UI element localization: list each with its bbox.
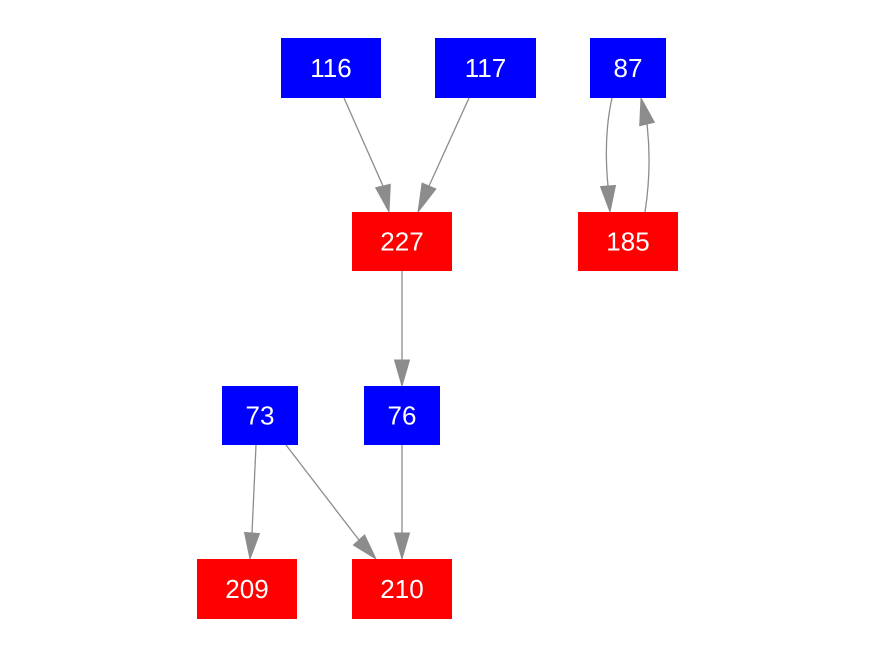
arrowhead-icon (393, 359, 411, 388)
node-label: 87 (614, 53, 643, 83)
node-box (435, 38, 536, 98)
node-box (578, 212, 678, 271)
edge-line (428, 97, 470, 187)
edge-227-to-76 (393, 271, 411, 388)
edge-117-to-227 (417, 97, 470, 214)
node-label: 185 (606, 227, 649, 257)
node-117: 117 (435, 38, 536, 98)
node-73: 73 (222, 386, 298, 445)
node-210: 210 (352, 559, 452, 619)
node-87: 87 (590, 38, 666, 98)
arrowhead-icon (393, 532, 411, 561)
node-label: 227 (380, 227, 423, 257)
node-box (281, 38, 381, 98)
edge-116-to-227 (343, 97, 391, 214)
node-box (197, 559, 297, 619)
node-209: 209 (197, 559, 297, 619)
node-box (364, 386, 440, 445)
node-box (222, 386, 298, 445)
edge-73-to-209 (243, 444, 261, 561)
arrowhead-icon (417, 182, 437, 214)
node-185: 185 (578, 212, 678, 271)
edge-87-to-185 (599, 97, 617, 214)
edge-line (605, 97, 613, 187)
edge-73-to-210 (285, 444, 378, 561)
node-label: 210 (380, 574, 423, 604)
edge-line (251, 444, 257, 534)
node-label: 73 (246, 401, 275, 431)
node-box (352, 212, 452, 271)
node-label: 76 (388, 401, 417, 431)
arrowhead-icon (599, 184, 617, 214)
edge-76-to-210 (393, 445, 411, 561)
arrowhead-icon (639, 96, 656, 127)
node-box (352, 559, 452, 619)
arrowhead-icon (352, 534, 378, 561)
node-227: 227 (352, 212, 452, 271)
arrowhead-icon (243, 531, 261, 561)
edge-line (343, 97, 384, 187)
arrowhead-icon (374, 183, 391, 214)
node-116: 116 (281, 38, 381, 98)
node-box (590, 38, 666, 98)
node-label: 117 (465, 53, 506, 83)
node-label: 116 (310, 53, 351, 83)
node-76: 76 (364, 386, 440, 445)
edge-185-to-87 (639, 96, 656, 213)
edge-line (285, 444, 360, 541)
node-label: 209 (225, 574, 268, 604)
edge-line (644, 123, 650, 213)
